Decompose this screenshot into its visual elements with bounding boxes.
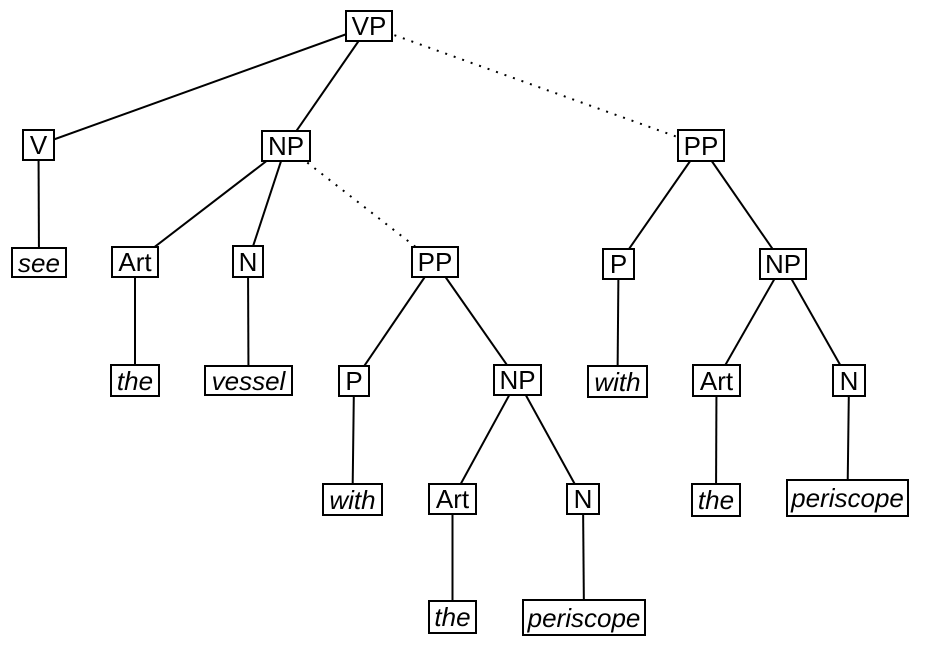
node-word-with-middle: with <box>322 483 383 516</box>
edge-ppmid-np <box>434 261 519 381</box>
edge-vp-v <box>38 25 370 146</box>
node-word-periscope-right: periscope <box>786 479 909 517</box>
edge-v-see <box>37 144 40 263</box>
node-vp: VP <box>345 10 393 42</box>
node-np-object: NP <box>261 130 311 162</box>
node-np-right: NP <box>759 248 807 280</box>
edge-np-art <box>134 145 287 263</box>
node-np-middle: NP <box>493 364 542 396</box>
node-word-the-middle: the <box>428 600 477 634</box>
node-p-middle: P <box>338 365 370 397</box>
node-p-right: P <box>602 248 635 280</box>
edge-ppright-np <box>700 144 784 265</box>
node-n-middle: N <box>566 483 600 515</box>
edge-ppmid-p <box>353 261 436 382</box>
edge-npright-art <box>715 263 784 381</box>
node-v: V <box>22 129 55 161</box>
node-art-middle: Art <box>428 483 477 515</box>
edge-np-n <box>247 145 287 262</box>
node-word-periscope-middle: periscope <box>522 599 646 636</box>
edge-np-pp-dotted <box>285 145 436 263</box>
edge-pright-with <box>616 263 620 382</box>
edge-ppright-p <box>617 144 702 265</box>
node-art-right: Art <box>692 364 741 397</box>
edge-artright-the <box>715 380 718 501</box>
node-word-with-right: with <box>587 365 648 398</box>
node-word-vessel: vessel <box>204 365 293 396</box>
node-pp-right: PP <box>677 129 725 162</box>
node-n-right: N <box>832 364 866 397</box>
edge-n-vessel <box>247 261 250 381</box>
node-word-the-right: the <box>691 483 741 517</box>
node-word-see: see <box>11 247 67 278</box>
edge-vp-np <box>285 25 370 147</box>
edge-npmid-art <box>451 379 519 500</box>
node-n-left: N <box>232 245 264 278</box>
node-pp-middle: PP <box>411 246 459 278</box>
node-art-left: Art <box>111 246 159 278</box>
edge-npright-n <box>782 263 850 381</box>
edge-npmid-n <box>516 379 584 500</box>
edge-pmid-with <box>351 380 355 500</box>
edge-nright-periscope <box>846 380 850 499</box>
node-word-the-left: the <box>110 364 160 397</box>
edge-vp-pp-dotted <box>368 25 702 147</box>
edge-nmid-periscope <box>582 498 585 618</box>
